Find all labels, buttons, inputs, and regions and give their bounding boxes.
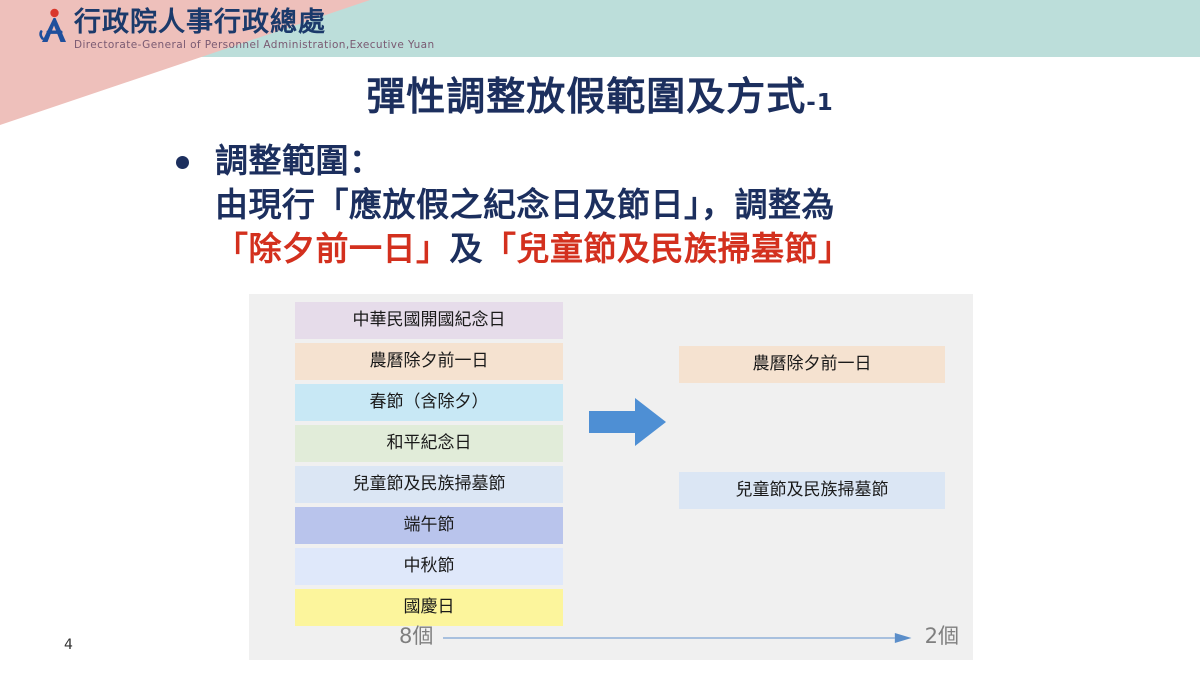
body-line-1: 調整範圍： [215, 141, 383, 180]
list-item: 農曆除夕前一日 [295, 343, 563, 380]
count-to-label: 2個 [924, 624, 959, 648]
organization-logo: 行政院人事行政總處 Directorate-General of Personn… [38, 8, 435, 52]
bullet-block: 調整範圍： 由現行「應放假之紀念日及節日」，調整為 「除夕前一日」及「兒童節及民… [176, 140, 1136, 270]
right-arrow-icon [589, 398, 666, 446]
body-line-3-part3: 「兒童節及民族掃墓節」 [483, 229, 852, 268]
page-title-suffix: -1 [806, 90, 834, 116]
page-number: 4 [64, 637, 73, 653]
body-line-3-part2: 及 [449, 229, 483, 268]
page-title: 彈性調整放假範圍及方式-1 [0, 66, 1200, 122]
bullet-dot-icon [176, 156, 189, 169]
count-summary-row: 8個 2個 [399, 620, 959, 650]
body-line-3-part1: 「除夕前一日」 [215, 229, 450, 268]
list-item: 端午節 [295, 507, 563, 544]
bullet-text-lines: 調整範圍： 由現行「應放假之紀念日及節日」，調整為 「除夕前一日」及「兒童節及民… [215, 140, 852, 270]
arrow-line-icon [443, 629, 914, 643]
count-from-label: 8個 [399, 624, 434, 648]
organization-name-zh: 行政院人事行政總處 [74, 7, 326, 38]
list-item: 兒童節及民族掃墓節 [679, 472, 945, 509]
holiday-comparison-diagram: 中華民國開國紀念日 農曆除夕前一日 春節（含除夕） 和平紀念日 兒童節及民族掃墓… [249, 294, 973, 660]
list-item: 兒童節及民族掃墓節 [295, 466, 563, 503]
list-item: 春節（含除夕） [295, 384, 563, 421]
list-item: 中華民國開國紀念日 [295, 302, 563, 339]
list-item: 和平紀念日 [295, 425, 563, 462]
body-line-2: 由現行「應放假之紀念日及節日」，調整為 [215, 185, 835, 224]
list-item: 中秋節 [295, 548, 563, 585]
current-holiday-list: 中華民國開國紀念日 農曆除夕前一日 春節（含除夕） 和平紀念日 兒童節及民族掃墓… [295, 302, 563, 626]
list-item: 農曆除夕前一日 [679, 346, 945, 383]
list-item: 國慶日 [295, 589, 563, 626]
adjusted-holiday-list: 農曆除夕前一日 兒童節及民族掃墓節 [679, 302, 945, 602]
body-line-3: 「除夕前一日」及「兒童節及民族掃墓節」 [215, 228, 852, 270]
person-emblem-icon [39, 8, 66, 42]
organization-name-en: Directorate-General of Personnel Adminis… [74, 39, 435, 51]
page-title-main: 彈性調整放假範圍及方式 [366, 75, 807, 120]
